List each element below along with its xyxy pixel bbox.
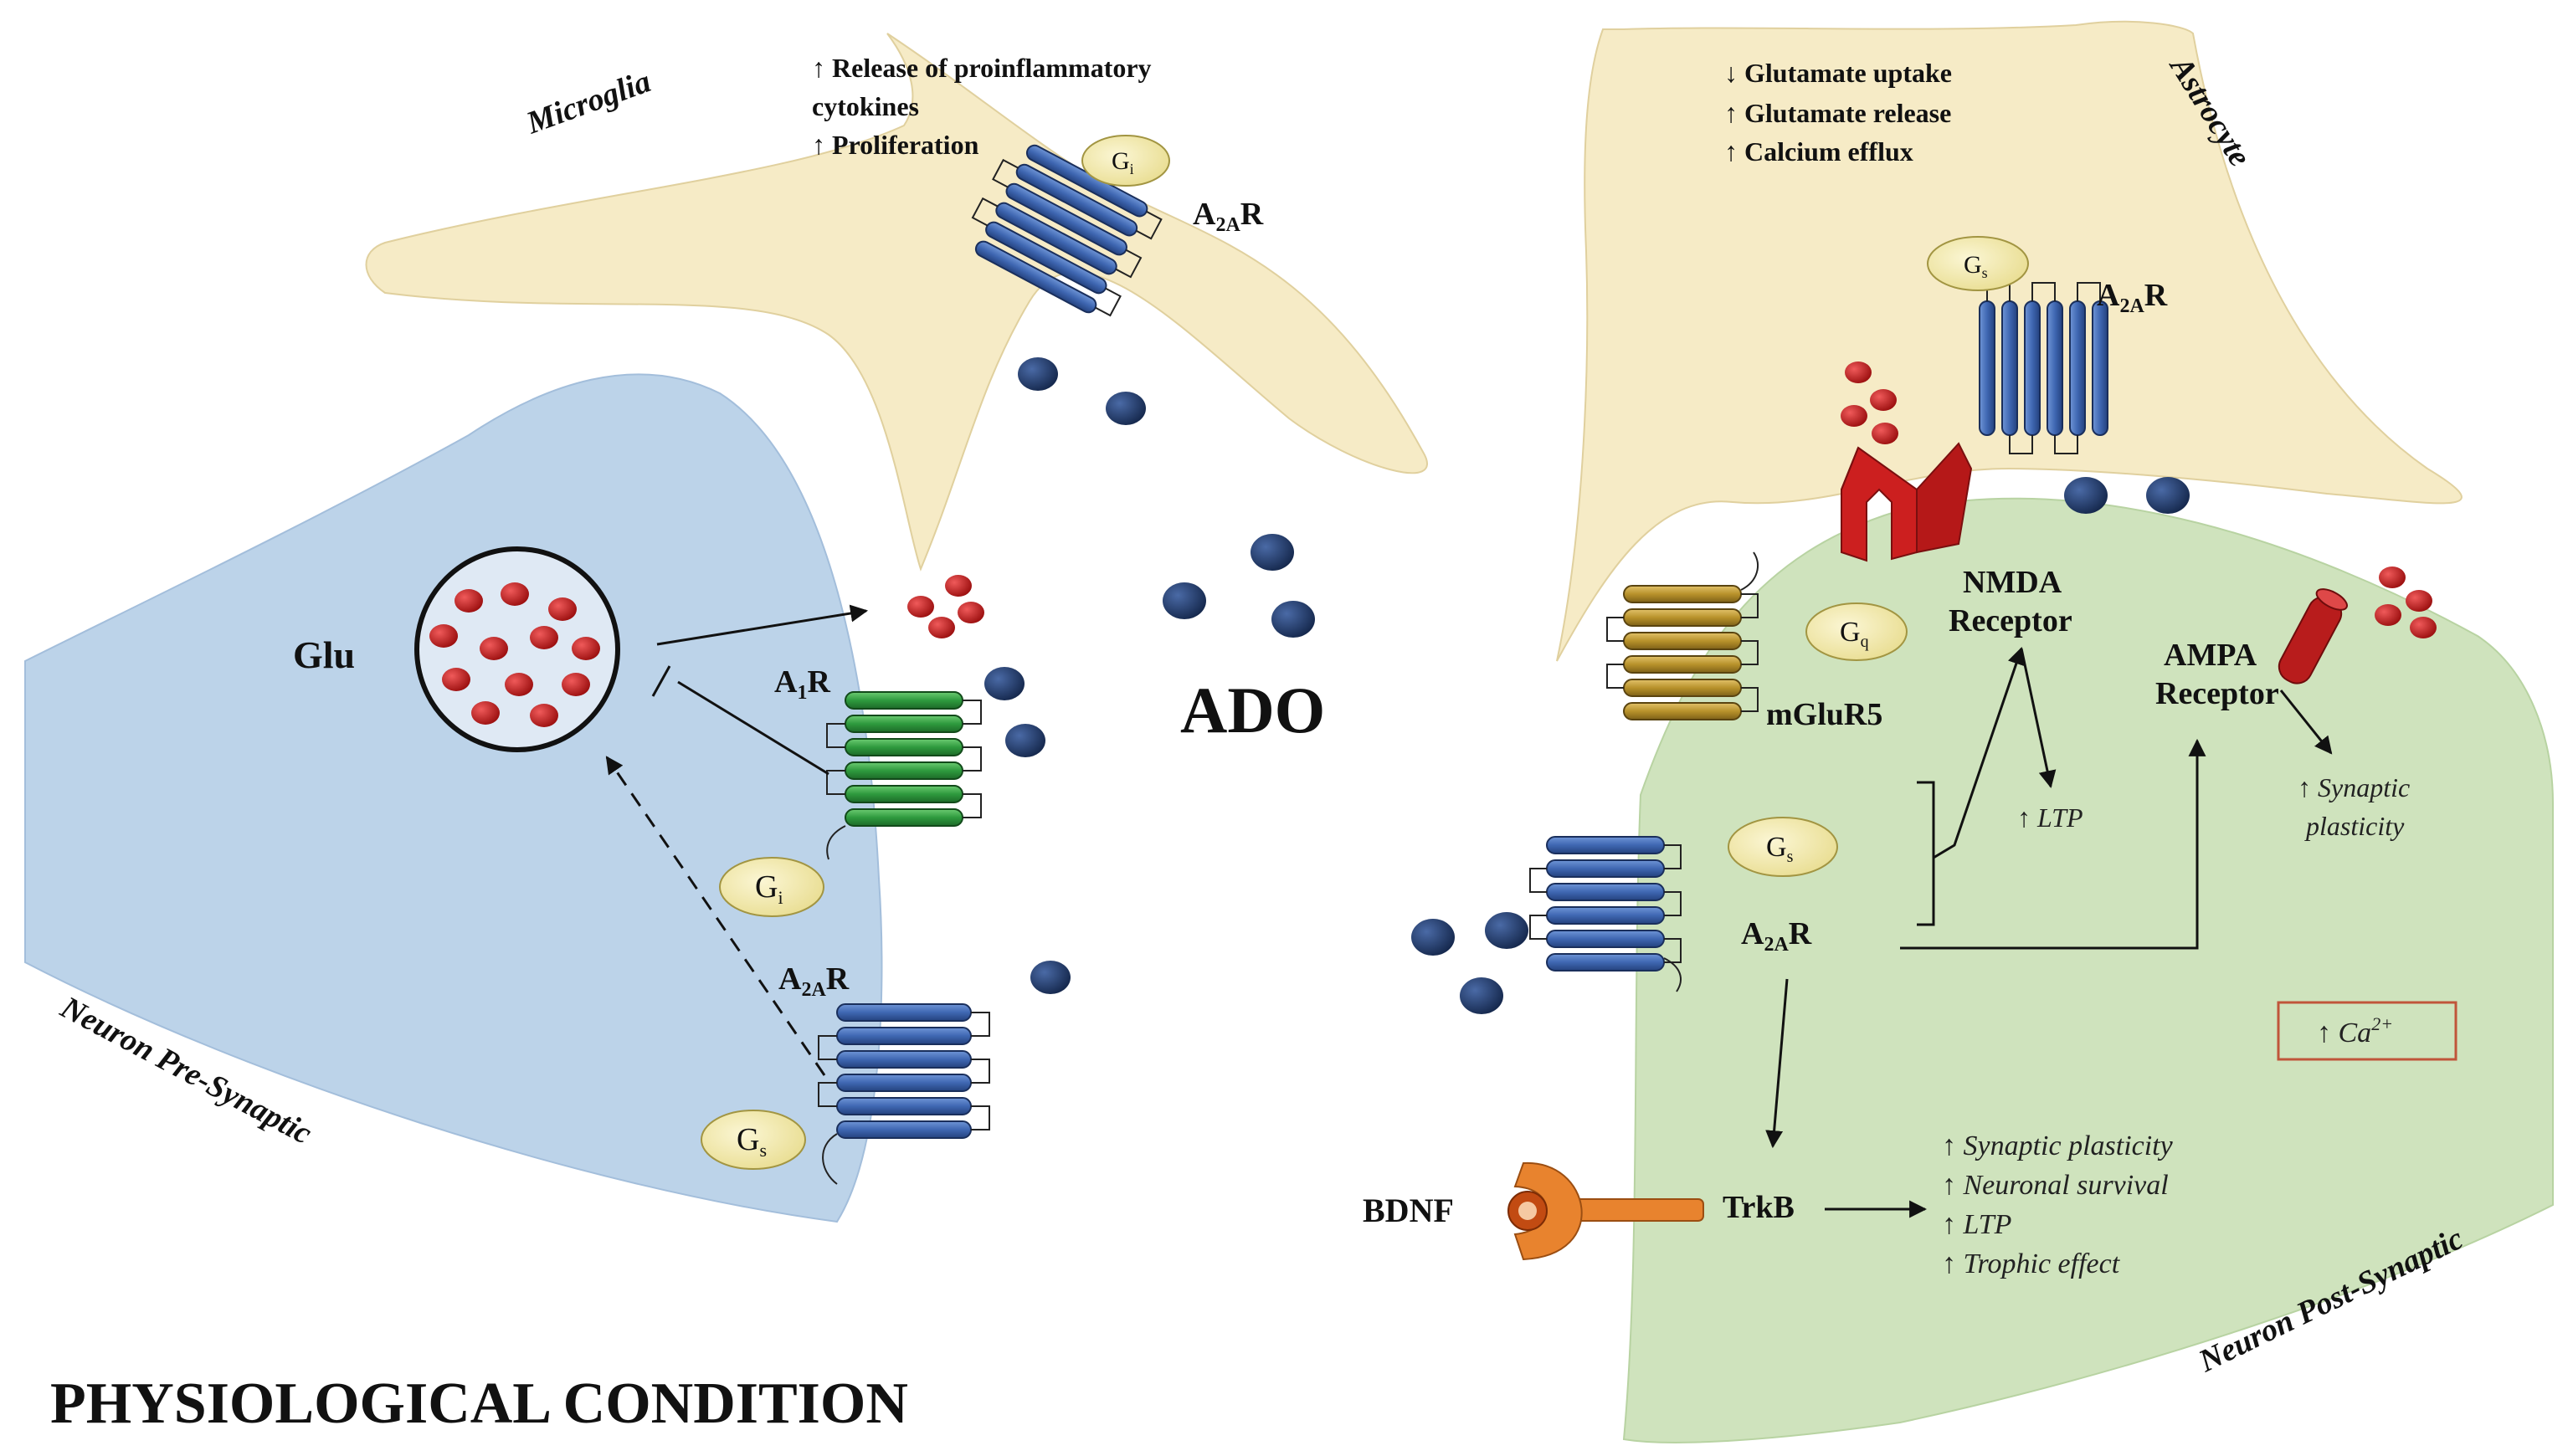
post-gs-protein: Gs	[1728, 817, 1838, 877]
astrocyte-gs-protein: Gs	[1927, 236, 2029, 291]
svg-text:Gs: Gs	[1766, 832, 1794, 866]
svg-text:Gi: Gi	[755, 869, 783, 908]
nmda-label-2: Receptor	[1949, 603, 2072, 638]
mglur5-label: mGluR5	[1766, 697, 1882, 732]
microglia-label: Microglia	[521, 64, 655, 141]
ampa-effect-1: ↑ Synaptic	[2298, 772, 2410, 802]
post-a2ar-label: A2AR	[1741, 916, 1812, 956]
pre-gs-protein: Gs	[701, 1110, 806, 1170]
trkb-receptor	[1513, 1161, 1704, 1261]
astrocyte-effect-1: ↓ Glutamate uptake	[1724, 58, 1952, 88]
microglia-a2ar-label: A2AR	[1193, 197, 1264, 236]
post-a2ar-receptor	[1529, 836, 1682, 992]
ltp-label: ↑ LTP	[2017, 802, 2083, 833]
calcium-box: ↑ Ca2+	[2277, 1001, 2457, 1061]
pathway-arrows	[605, 604, 2333, 1218]
microglia-cell	[365, 33, 1429, 572]
post-synaptic-neuron	[1622, 497, 2554, 1443]
microglia-a2ar-receptor	[971, 144, 1163, 317]
bdnf-label: BDNF	[1363, 1192, 1454, 1229]
svg-text:Gs: Gs	[737, 1122, 767, 1161]
ado-label: ADO	[1180, 674, 1325, 746]
astrocyte-effect-3: ↑ Calcium efflux	[1724, 136, 1913, 167]
glutamate-vesicle	[414, 546, 620, 752]
pre-a2ar-receptor	[818, 1003, 990, 1185]
post-gq-protein: Gq	[1805, 602, 1908, 661]
trkb-effect-2: ↑ Neuronal survival	[1942, 1170, 2169, 1201]
trkb-effect-1: ↑ Synaptic plasticity	[1942, 1130, 2174, 1161]
bdnf-ligand	[1507, 1191, 1548, 1231]
microglia-gi-protein: Gi	[1081, 135, 1170, 187]
a1r-label: A1R	[774, 664, 830, 704]
trkb-effect-4: ↑ Trophic effect	[1942, 1248, 2121, 1279]
astrocyte-a2ar-label: A2AR	[2097, 278, 2168, 317]
svg-text:Gi: Gi	[1112, 147, 1134, 177]
astrocyte-effect-2: ↑ Glutamate release	[1724, 98, 1951, 128]
pre-a2ar-label: A2AR	[778, 961, 850, 1001]
astrocyte-a2ar-receptor	[1979, 282, 2108, 454]
microglia-effect-1: ↑ Release of proinflammatory	[812, 53, 1152, 83]
microglia-effect-2: cytokines	[812, 91, 919, 121]
microglia-effect-3: ↑ Proliferation	[812, 130, 979, 160]
condition-title: PHYSIOLOGICAL CONDITION	[50, 1371, 908, 1436]
svg-text:↑ Ca2+: ↑ Ca2+	[2317, 1013, 2393, 1048]
ampa-label-1: AMPA	[2164, 638, 2257, 673]
ampa-receptor	[2278, 588, 2348, 684]
trkb-effect-3: ↑ LTP	[1942, 1209, 2011, 1240]
svg-text:Gs: Gs	[1964, 251, 1988, 281]
trkb-label: TrkB	[1723, 1190, 1795, 1225]
svg-text:Gq: Gq	[1840, 617, 1869, 651]
nmda-label-1: NMDA	[1963, 565, 2062, 600]
nmda-receptor	[1841, 442, 1973, 562]
glutamate-molecules	[907, 361, 2437, 638]
a1r-receptor	[826, 691, 982, 860]
ampa-label-2: Receptor	[2155, 676, 2279, 711]
adenosine-molecules	[984, 357, 2190, 1014]
ampa-effect-2: plasticity	[2304, 811, 2405, 841]
glu-label: Glu	[293, 633, 355, 676]
pre-synaptic-neuron	[24, 373, 883, 1223]
mglur5-receptor	[1606, 551, 1759, 720]
pre-gi-protein: Gi	[719, 857, 824, 917]
